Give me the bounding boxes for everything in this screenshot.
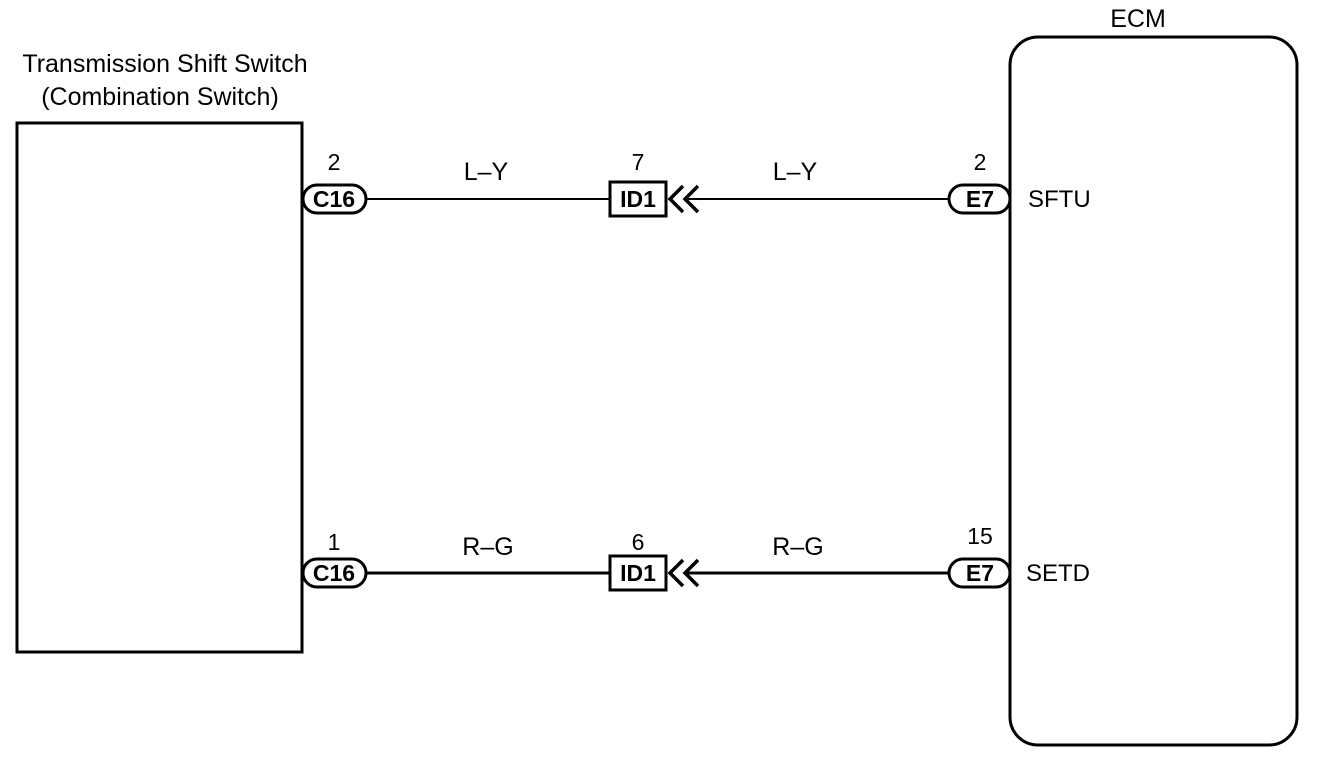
switch-pin-number: 2	[328, 149, 341, 175]
wire-color-left: L–Y	[464, 158, 509, 186]
plug-chevron-icon	[667, 558, 700, 588]
junction-pin-number: 7	[632, 149, 645, 175]
ecm-connector	[947, 557, 1012, 589]
ecm: ECM	[1008, 5, 1299, 747]
switch-connector	[301, 557, 368, 589]
ecm-pin-number: 2	[974, 149, 987, 175]
ecm-connector-label: E7	[966, 186, 994, 212]
junction-connector-label: ID1	[620, 186, 656, 212]
transmission-shift-switch: Transmission Shift Switch (Combination S…	[15, 50, 308, 654]
ecm-signal-name: SETD	[1026, 560, 1090, 587]
switch-title: Transmission Shift Switch	[22, 50, 307, 78]
switch-subtitle: (Combination Switch)	[41, 83, 279, 111]
plug-chevron-icon	[667, 184, 700, 214]
ecm-title: ECM	[1110, 5, 1166, 33]
ecm-signal-name: SFTU	[1028, 186, 1091, 213]
ecm-connector	[947, 183, 1012, 215]
wire-color-right: L–Y	[773, 158, 818, 186]
switch-pin-number: 1	[328, 529, 341, 555]
ecm-body	[1008, 35, 1299, 747]
circuit-sftu: 2 C16 L–Y 7 ID1 L–Y 2 E7 SFTU	[301, 149, 1091, 218]
junction-pin-number: 6	[632, 529, 645, 555]
circuit-setd: 1 C16 R–G 6 ID1 R–G 15 E7 SETD	[301, 523, 1090, 592]
switch-body	[15, 121, 304, 654]
ecm-connector-label: E7	[966, 560, 994, 586]
switch-connector-label: C16	[313, 186, 355, 212]
wire-color-right: R–G	[772, 533, 823, 561]
switch-connector-label: C16	[313, 560, 355, 586]
junction-connector	[608, 554, 668, 592]
switch-connector	[301, 183, 368, 215]
junction-connector-label: ID1	[620, 560, 656, 586]
wire-color-left: R–G	[462, 533, 513, 561]
junction-connector	[608, 180, 668, 218]
ecm-pin-number: 15	[967, 523, 993, 549]
